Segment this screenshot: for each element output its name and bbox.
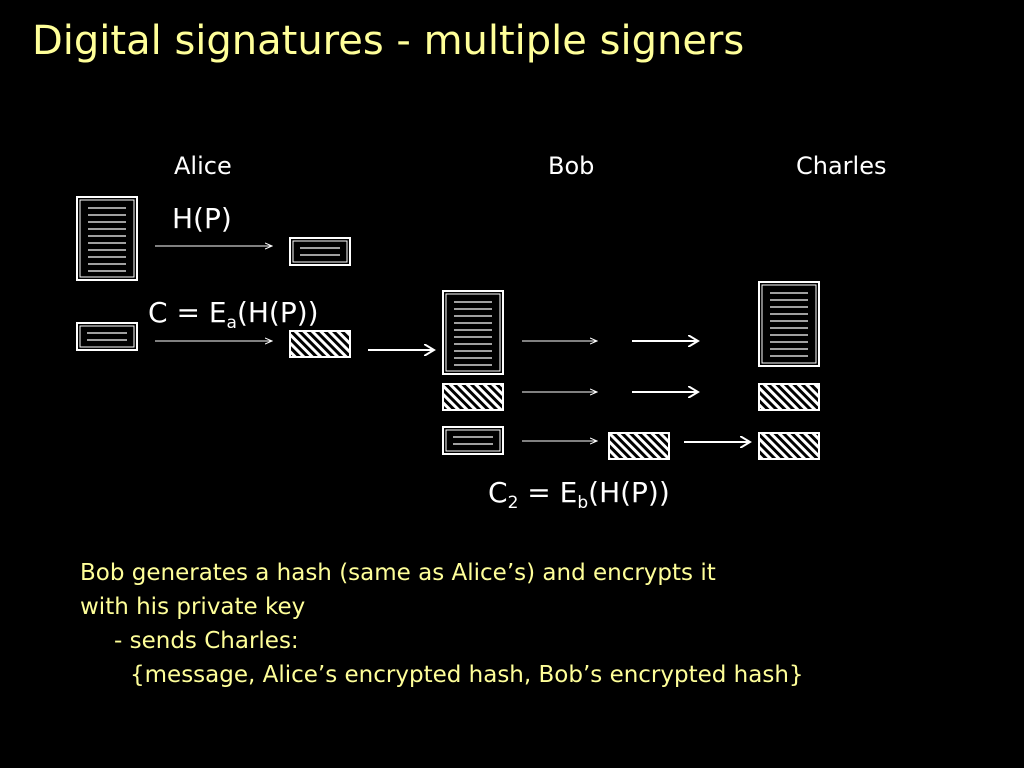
page-title: Digital signatures - multiple signers <box>32 18 745 64</box>
charles-alice-encrypted-hash-icon <box>758 383 820 411</box>
explanation-text: Bob generates a hash (same as Alice’s) a… <box>80 556 804 692</box>
bob-document-icon <box>442 290 504 375</box>
explanation-line-1: Bob generates a hash (same as Alice’s) a… <box>80 560 716 586</box>
party-alice-label: Alice <box>174 152 232 180</box>
hash-label: H(P) <box>172 202 232 235</box>
bob-signature-formula: C2 = Eb(H(P)) <box>488 476 670 513</box>
explanation-line-4: {message, Alice’s encrypted hash, Bob’s … <box>130 662 804 688</box>
explanation-line-2: with his private key <box>80 594 306 620</box>
bob-key-icon <box>442 426 504 455</box>
party-charles-label: Charles <box>796 152 887 180</box>
bob-alice-encrypted-hash-icon <box>442 383 504 411</box>
alice-key-icon <box>76 322 138 351</box>
alice-encrypted-hash-icon <box>289 330 351 358</box>
alice-signature-formula: C = Ea(H(P)) <box>148 296 319 333</box>
alice-document-icon <box>76 196 138 281</box>
party-bob-label: Bob <box>548 152 595 180</box>
explanation-line-3: - sends Charles: <box>114 628 299 654</box>
charles-bob-encrypted-hash-icon <box>758 432 820 460</box>
charles-document-icon <box>758 281 820 367</box>
bob-encrypted-hash-icon <box>608 432 670 460</box>
alice-hash-icon <box>289 237 351 266</box>
